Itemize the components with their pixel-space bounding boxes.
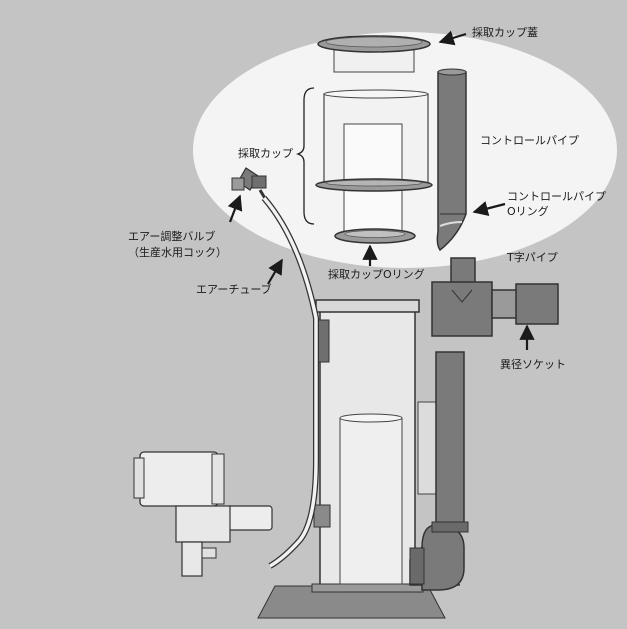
air-tube-part — [261, 196, 319, 569]
label-air-tube: エアーチューブ — [196, 283, 272, 296]
control-pipe-part — [436, 68, 467, 252]
arrow-air-valve — [227, 194, 243, 223]
label-air-valve-1: エアー調整バルブ — [128, 230, 216, 243]
pump-part — [133, 451, 273, 577]
label-control-pipe: コントロールパイプ — [480, 134, 579, 147]
return-pipe — [409, 351, 469, 591]
inner-cylinder — [339, 413, 403, 585]
label-air-valve-2: （生産水用コック） — [128, 246, 227, 259]
arrow-cup-lid — [438, 30, 467, 46]
reducer-socket-part — [491, 283, 559, 325]
arrow-air-tube — [267, 258, 283, 285]
label-reducer-socket: 異径ソケット — [500, 358, 566, 371]
label-t-pipe: T字パイプ — [507, 251, 558, 264]
label-cup-oring: 採取カップOリング — [328, 268, 425, 281]
body-fitting-low — [313, 504, 331, 528]
body-window — [417, 401, 439, 495]
cup-lid-part — [317, 35, 431, 73]
label-control-pipe-oring-1: コントロールパイプ — [507, 190, 606, 203]
cup-oring-part — [334, 228, 416, 244]
collection-cup-part — [315, 89, 433, 233]
label-cup-lid: 採取カップ蓋 — [472, 26, 538, 39]
label-collection-cup: 採取カップ — [238, 147, 293, 160]
arrow-control-pipe-oring — [472, 201, 506, 216]
label-control-pipe-oring-2: Oリング — [507, 205, 549, 218]
t-pipe-part — [431, 257, 493, 337]
cup-brace — [295, 87, 315, 225]
